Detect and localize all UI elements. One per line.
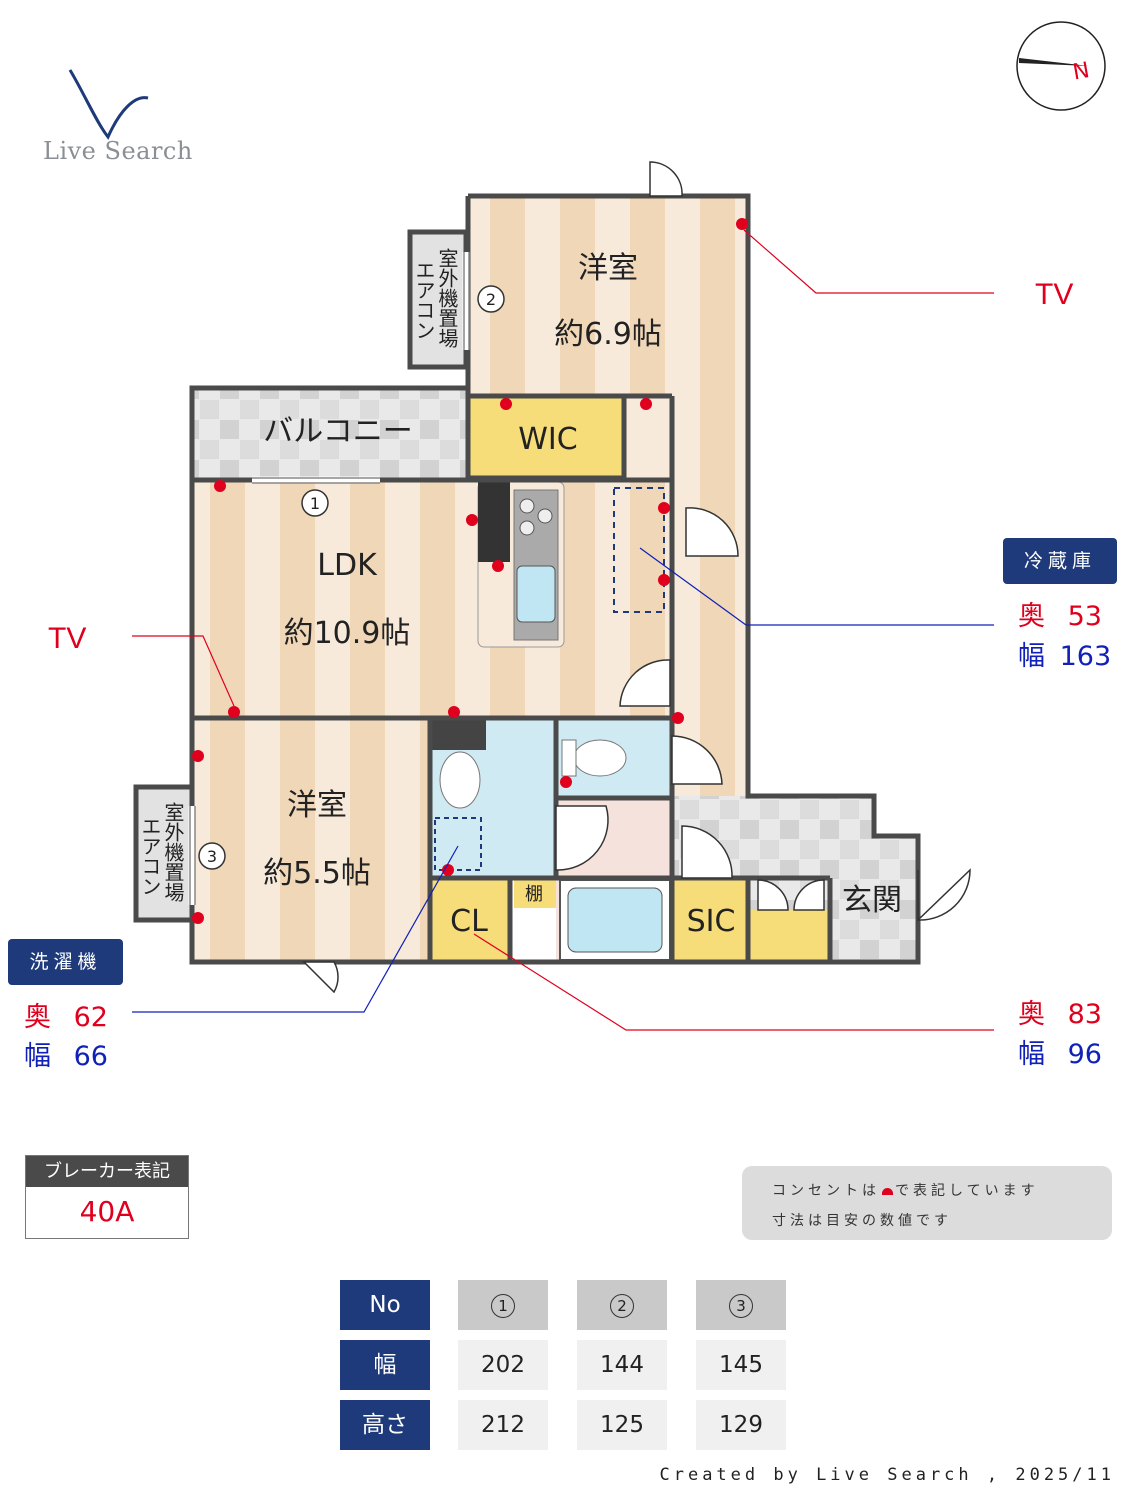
outdoor-unit-2 — [407, 229, 469, 370]
bath-width-key: 幅 — [1018, 1039, 1045, 1070]
table-height-3: 129 — [696, 1400, 786, 1450]
washer-badge: 洗濯機 — [8, 939, 123, 985]
outdoor-unit-3-label: 室外機置場 — [161, 802, 185, 902]
breaker-label: ブレーカー表記 — [26, 1156, 188, 1187]
table-width-3: 145 — [696, 1340, 786, 1390]
western-room-2-name: 洋室 — [287, 788, 347, 823]
balcony-label: バルコニー — [263, 414, 412, 449]
bath-width-value: 96 — [1067, 1039, 1102, 1070]
logo-mark-icon — [68, 69, 149, 140]
hallway — [672, 396, 748, 796]
wic-closet — [468, 398, 624, 478]
note-line-1-before: コンセントは — [772, 1183, 880, 1199]
note-box: コンセントはで表記しています 寸法は目安の数値です — [742, 1166, 1112, 1240]
entrance-label: 玄関 — [842, 883, 902, 918]
fridge-width-value: 163 — [1059, 641, 1112, 672]
ldk-room — [192, 480, 672, 718]
table-col-3: 3 — [696, 1280, 786, 1330]
table-col-2: 2 — [577, 1280, 667, 1330]
western-room-1 — [468, 196, 748, 396]
shelf-label: 棚 — [525, 884, 543, 905]
bath-depth-value: 83 — [1067, 999, 1102, 1030]
fridge-depth: 奥 53 — [1018, 594, 1102, 633]
compass-needle-icon — [1019, 58, 1089, 66]
cl-label: CL — [450, 904, 488, 939]
bath-width: 幅 96 — [1018, 1032, 1102, 1071]
shelf — [514, 878, 556, 908]
table-col-1: 1 — [458, 1280, 548, 1330]
outlet-dot-icon — [882, 1187, 893, 1195]
washer-width-key: 幅 — [24, 1041, 51, 1072]
closet-sic — [672, 878, 748, 962]
floor-plan: 1 2 3 洋室 約6.9帖 バルコニー WIC LDK 約10.9帖 洋室 約… — [48, 161, 1073, 1031]
marker-2: 2 — [486, 290, 496, 309]
western-room-1-size: 約6.9帖 — [554, 317, 662, 352]
western-room-2 — [192, 718, 430, 962]
outdoor-unit-3 — [133, 784, 195, 923]
fridge-width: 幅 163 — [1018, 634, 1111, 673]
note-line-1-after: で表記しています — [895, 1183, 1039, 1199]
washer-depth-key: 奥 — [24, 1002, 51, 1033]
marker-1: 1 — [310, 494, 320, 513]
table-header-height: 高さ — [340, 1400, 430, 1450]
table-header-width: 幅 — [340, 1340, 430, 1390]
note-line-1: コンセントはで表記しています — [772, 1180, 1039, 1200]
table-header-no: No — [340, 1280, 430, 1330]
wic-label: WIC — [518, 422, 577, 457]
table-width-2: 144 — [577, 1340, 667, 1390]
breaker-value: 40A — [79, 1195, 135, 1228]
western-room-1-name: 洋室 — [578, 251, 638, 286]
washer-width-value: 66 — [73, 1041, 108, 1072]
outdoor-unit-2-label: 室外機置場 — [435, 248, 459, 348]
fridge-width-key: 幅 — [1018, 641, 1045, 672]
fridge-depth-key: 奥 — [1018, 601, 1045, 632]
brand-logo: Live Search — [40, 65, 210, 175]
ldk-size: 約10.9帖 — [284, 616, 411, 651]
washer-depth-value: 62 — [73, 1002, 108, 1033]
tv-label-right: TV — [1035, 278, 1073, 311]
table-height-1: 212 — [458, 1400, 548, 1450]
compass-north-label: N — [1071, 58, 1092, 85]
logo-text: Live Search — [43, 137, 193, 165]
washer-depth: 奥 62 — [24, 995, 108, 1034]
footer-credit: Created by Live Search , 2025/11 — [659, 1465, 1115, 1485]
ldk-name: LDK — [317, 548, 378, 583]
note-line-2: 寸法は目安の数値です — [772, 1213, 952, 1229]
washer-width: 幅 66 — [24, 1034, 108, 1073]
bath-depth: 奥 83 — [1018, 992, 1102, 1031]
balcony — [192, 388, 468, 478]
fridge-badge: 冷蔵庫 — [1003, 538, 1117, 584]
aircon-2-label: エアコン — [412, 260, 436, 340]
breaker-box: ブレーカー表記 40A — [25, 1155, 189, 1239]
aircon-3-label: エアコン — [138, 816, 162, 896]
fridge-depth-value: 53 — [1067, 601, 1102, 632]
bath-depth-key: 奥 — [1018, 999, 1045, 1030]
compass-icon: N — [1016, 21, 1106, 111]
tv-label-left: TV — [48, 622, 86, 655]
table-height-2: 125 — [577, 1400, 667, 1450]
marker-3: 3 — [207, 847, 217, 866]
sic-label: SIC — [687, 904, 736, 939]
western-room-2-size: 約5.5帖 — [263, 856, 371, 891]
table-width-1: 202 — [458, 1340, 548, 1390]
